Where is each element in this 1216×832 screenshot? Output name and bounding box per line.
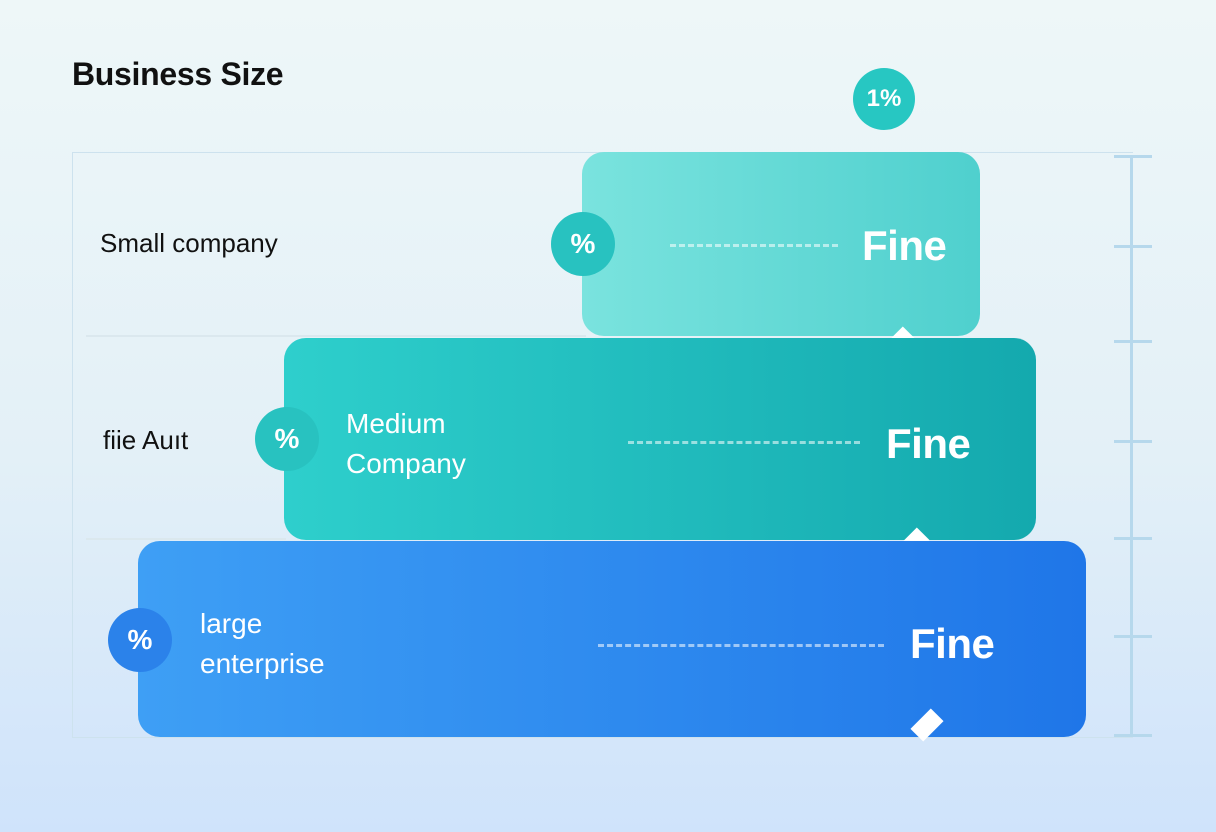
- value-medium: Fine: [886, 420, 971, 467]
- value-large: Fine: [910, 620, 995, 667]
- dashed-connector: [670, 244, 838, 247]
- band-label-large-line1: large: [200, 608, 263, 639]
- axis-tick: [1114, 734, 1152, 737]
- band-label-medium-line1: Medium: [346, 408, 446, 439]
- row-separator: [86, 335, 586, 337]
- axis-tick: [1114, 440, 1152, 443]
- row-label-medium: fiie Auıt: [103, 425, 189, 455]
- band-medium-company: [284, 338, 1036, 540]
- row-label-small: Small company: [100, 228, 278, 258]
- axis-tick: [1114, 155, 1152, 158]
- percent-badge-medium: %: [255, 407, 319, 471]
- axis-tick: [1114, 340, 1152, 343]
- percent-badge-small: %: [551, 212, 615, 276]
- axis-tick: [1114, 245, 1152, 248]
- band-label-medium: Medium Company: [346, 404, 466, 484]
- band-large-enterprise: [138, 541, 1086, 737]
- band-label-medium-line2: Company: [346, 448, 466, 479]
- chart-title: Business Size: [72, 56, 284, 92]
- percent-badge-large: %: [108, 608, 172, 672]
- dashed-connector: [628, 441, 860, 444]
- top-marker-badge: 1%: [853, 68, 915, 130]
- value-small: Fine: [862, 222, 947, 269]
- dashed-connector: [598, 644, 884, 647]
- band-label-large: large enterprise: [200, 604, 325, 684]
- value-axis: [1130, 155, 1133, 737]
- row-separator: [86, 538, 286, 540]
- axis-tick: [1114, 635, 1152, 638]
- axis-tick: [1114, 537, 1152, 540]
- band-label-large-line2: enterprise: [200, 648, 325, 679]
